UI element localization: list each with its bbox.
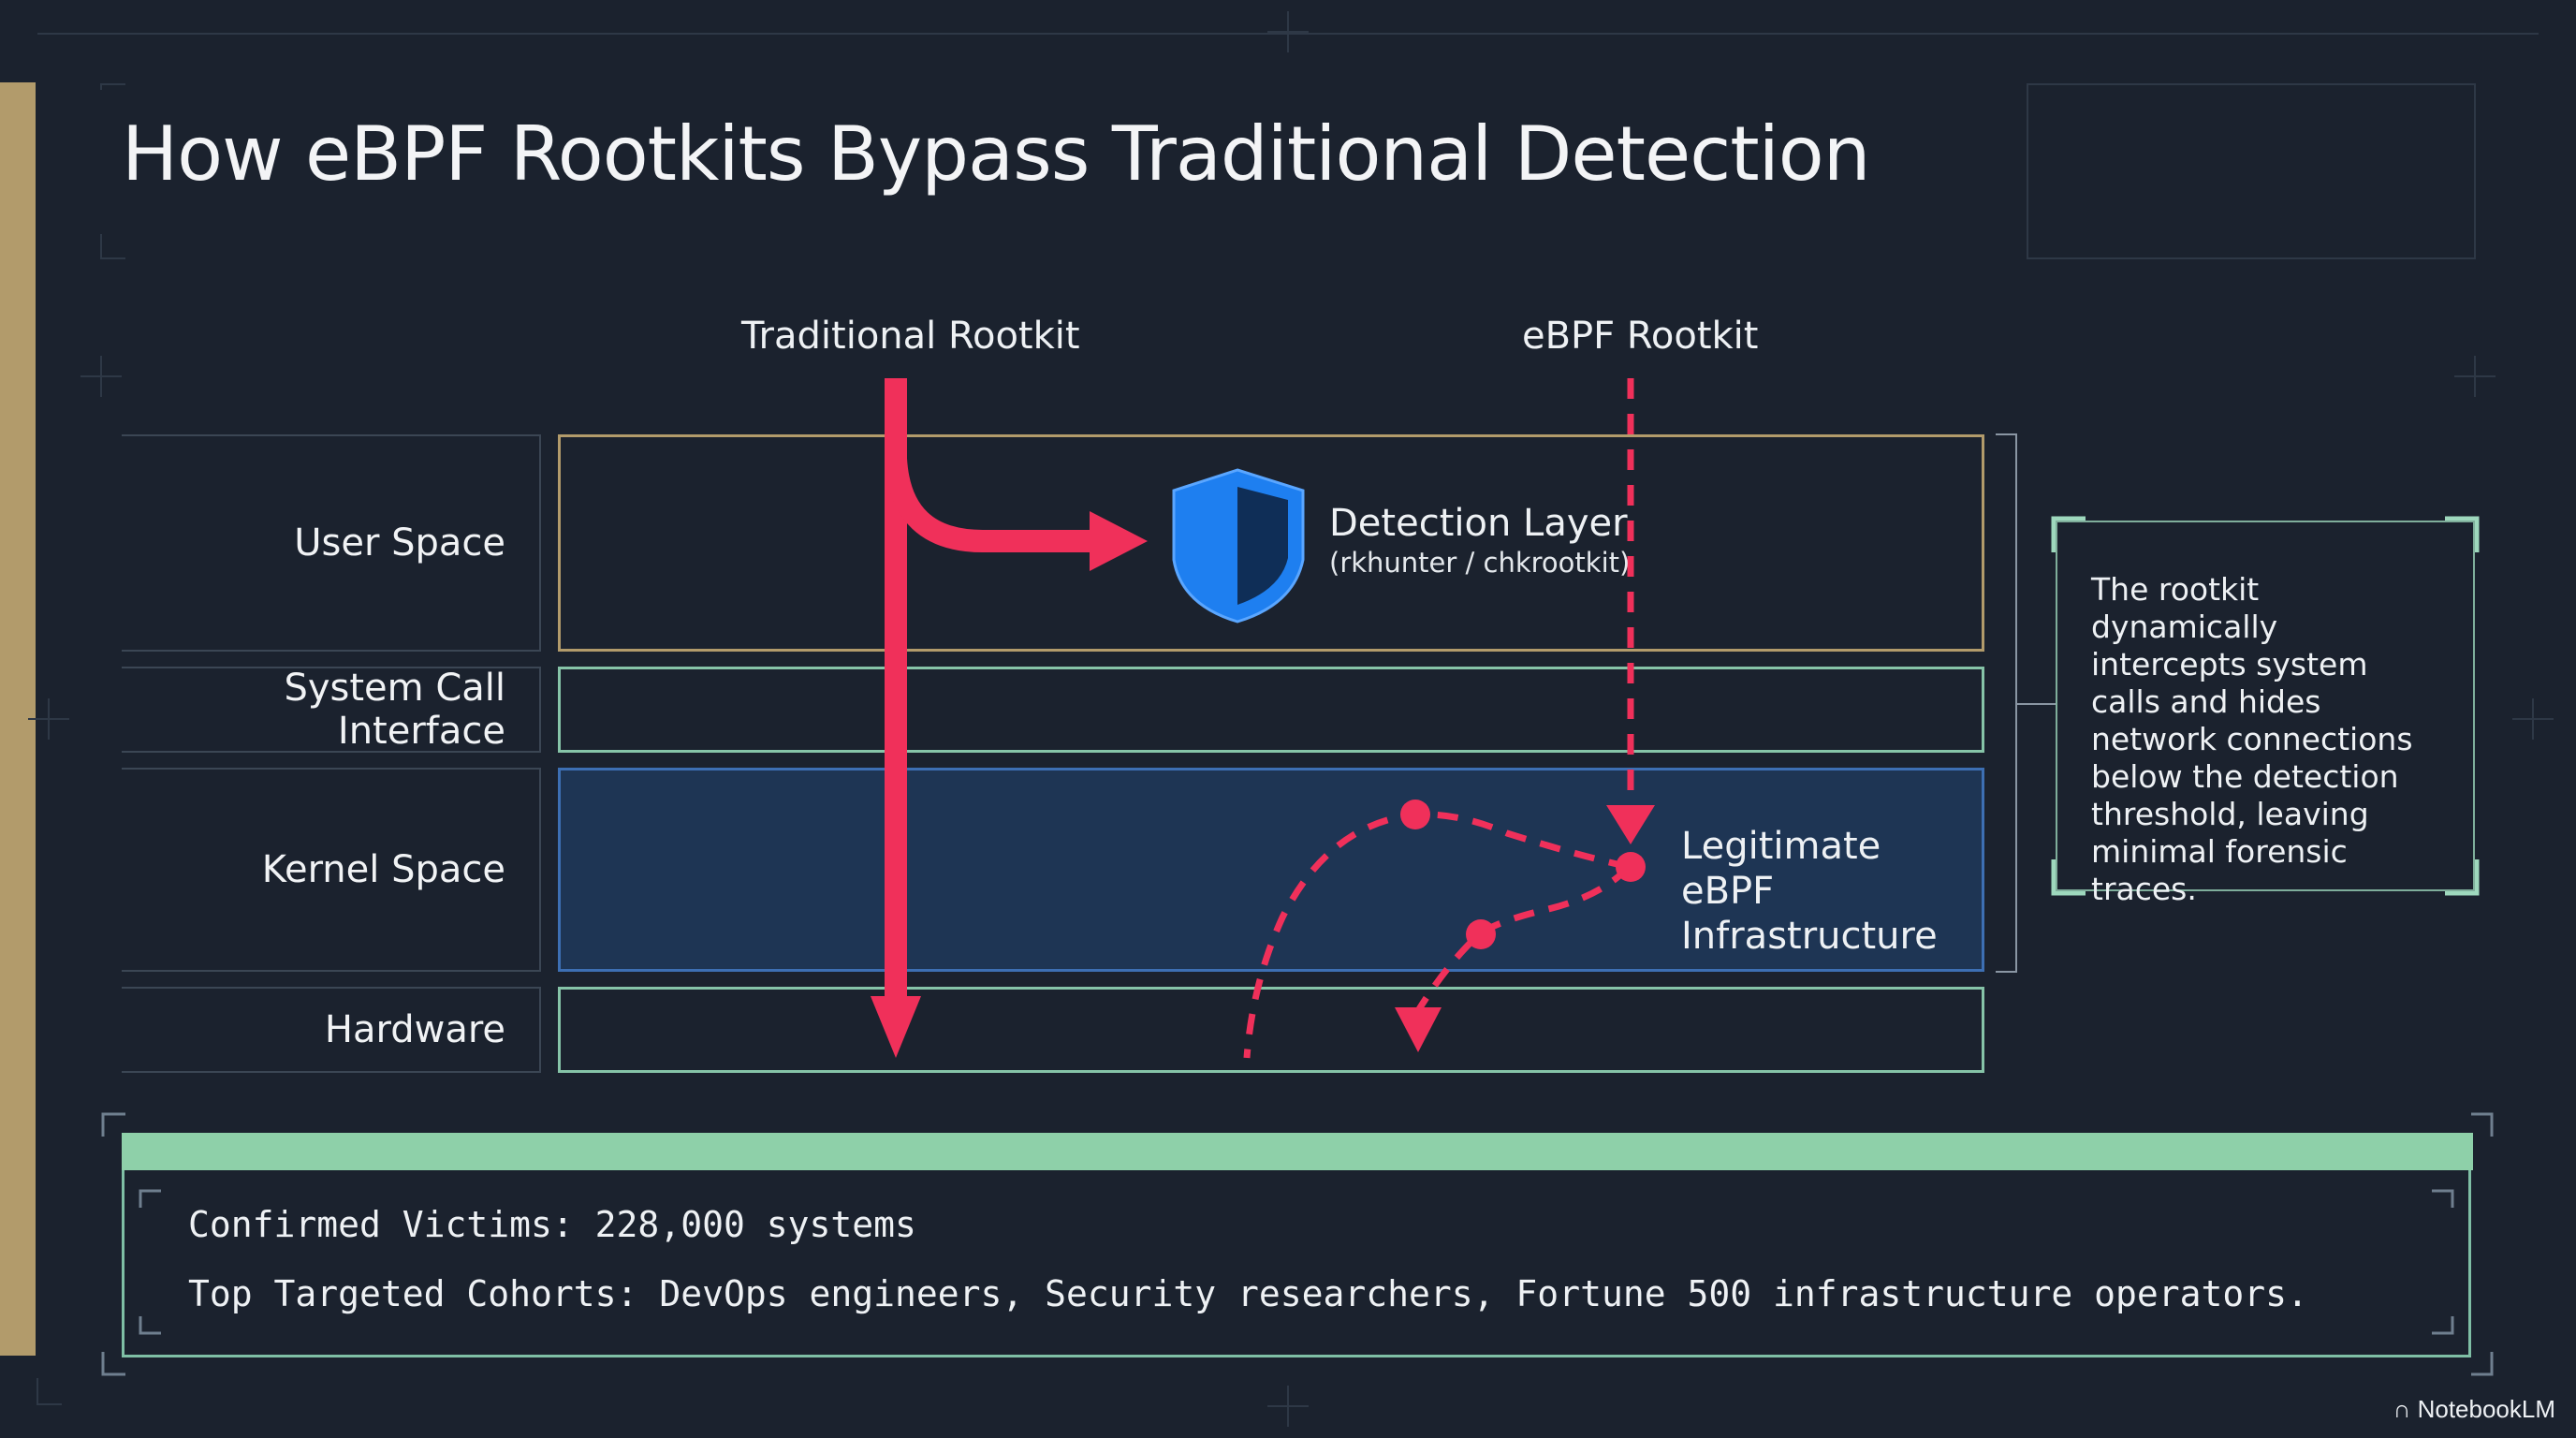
layer-label-kernel-space: Kernel Space xyxy=(122,768,541,972)
path-node xyxy=(1466,919,1496,949)
legitimate-ebpf-label: Legitimate eBPF Infrastructure xyxy=(1681,824,1962,959)
hardware-layer xyxy=(558,987,1984,1073)
legitimate-ebpf-line1: Legitimate eBPF xyxy=(1681,825,1881,913)
path-node xyxy=(1616,852,1646,882)
system-call-interface-layer xyxy=(558,667,1984,753)
legitimate-ebpf-line2: Infrastructure xyxy=(1681,915,1938,958)
user-space-layer xyxy=(558,434,1984,652)
path-node xyxy=(1400,800,1430,829)
ebpf-arrowhead xyxy=(1606,805,1655,844)
kernel-space-layer xyxy=(558,768,1984,972)
detection-layer-title: Detection Layer xyxy=(1329,502,1628,545)
confirmed-victims-text: Confirmed Victims: 228,000 systems xyxy=(188,1204,916,1245)
brand-name: NotebookLM xyxy=(2417,1395,2555,1423)
slide-title: How eBPF Rootkits Bypass Traditional Det… xyxy=(122,110,1870,198)
stats-header-bar xyxy=(122,1133,2473,1170)
layer-label-hardware: Hardware xyxy=(122,987,541,1073)
notebooklm-logo-icon: ∩ xyxy=(2393,1395,2411,1423)
explanation-note: The rootkit dynamically intercepts syste… xyxy=(2056,521,2475,907)
exit-arrowhead xyxy=(1395,1007,1442,1052)
layer-label-system-call-interface: System Call Interface xyxy=(122,667,541,753)
ebpf-rootkit-path xyxy=(1243,378,1634,1059)
detection-layer-subtitle: (rkhunter / chkrootkit) xyxy=(1329,547,1631,579)
layer-label-user-space: User Space xyxy=(122,434,541,652)
ebpf-rootkit-heading: eBPF Rootkit xyxy=(1522,315,1759,358)
shield-icon xyxy=(1172,468,1305,624)
brand-watermark: ∩ NotebookLM xyxy=(2393,1395,2555,1424)
traditional-rootkit-heading: Traditional Rootkit xyxy=(741,315,1080,358)
traditional-rootkit-arrow xyxy=(871,378,1148,1058)
stats-panel: Confirmed Victims: 228,000 systems Top T… xyxy=(122,1133,2473,1357)
targeted-cohorts-text: Top Targeted Cohorts: DevOps engineers, … xyxy=(188,1273,2308,1314)
